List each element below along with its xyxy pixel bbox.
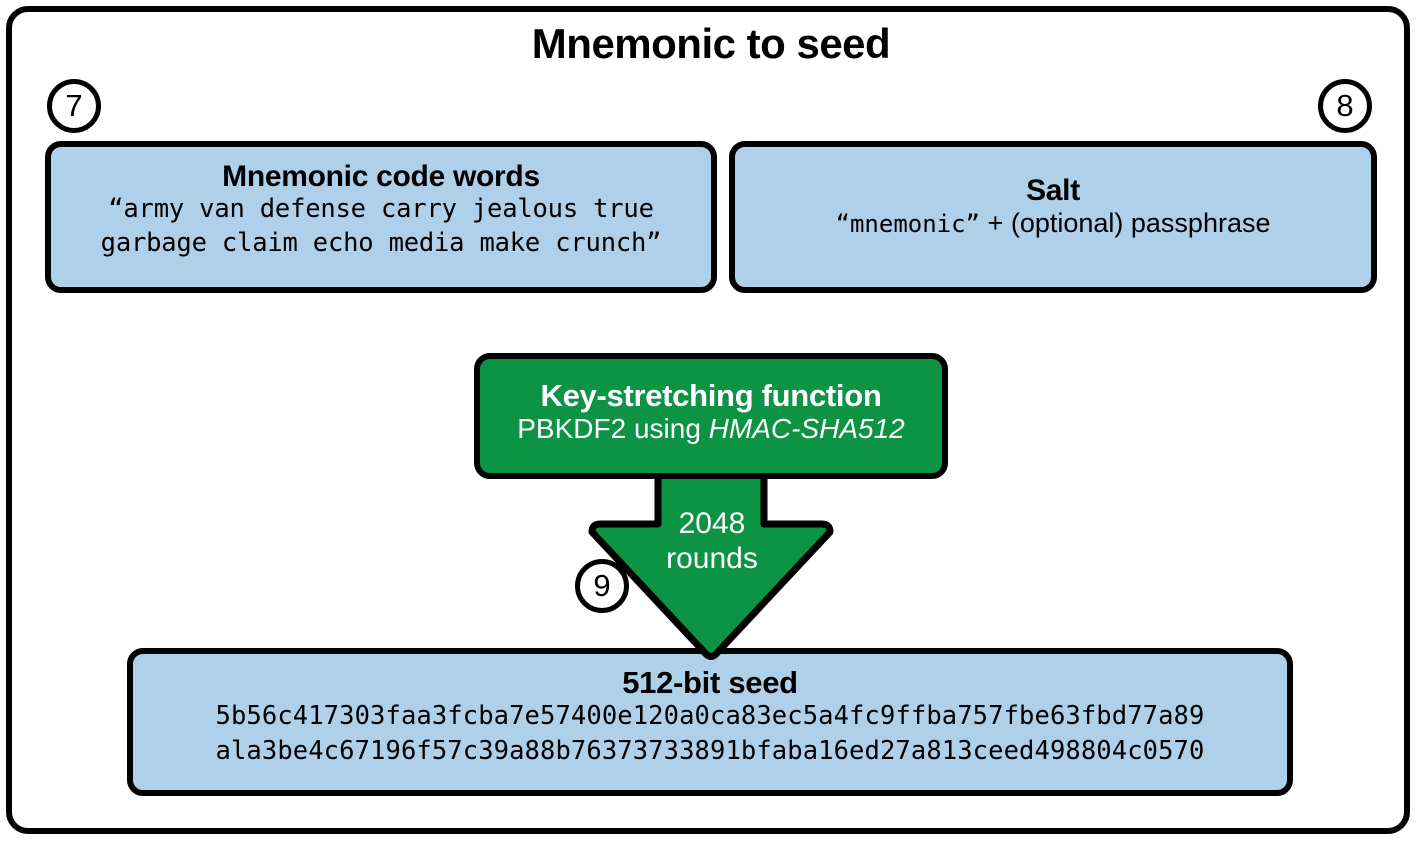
mnemonic-code-words-box: Mnemonic code words “army van defense ca…: [45, 141, 717, 293]
key-stretching-subtitle: PBKDF2 using HMAC-SHA512: [480, 412, 942, 445]
salt-literal-mnemonic: “mnemonic”: [835, 210, 981, 239]
step-badge-9: 9: [575, 559, 629, 613]
seed-box-title: 512-bit seed: [622, 665, 798, 700]
salt-box: Salt “mnemonic” + (optional) passphrase: [729, 141, 1377, 293]
salt-box-title: Salt: [1026, 174, 1080, 207]
seed-hex-line-2: ala3be4c67196f57c39a88b76373733891bfaba1…: [215, 735, 1205, 766]
salt-plus-sign: +: [987, 208, 1004, 239]
salt-box-value: “mnemonic” + (optional) passphrase: [735, 207, 1371, 239]
rounds-arrow: [472, 462, 950, 660]
salt-optional-passphrase: (optional) passphrase: [1010, 208, 1271, 239]
key-stretching-algorithm: HMAC-SHA512: [708, 413, 905, 445]
key-stretching-subtitle-prefix: PBKDF2 using: [517, 413, 709, 445]
step-badge-8: 8: [1318, 79, 1372, 133]
mnemonic-box-title: Mnemonic code words: [222, 160, 540, 193]
key-stretching-function-box: Key-stretching function PBKDF2 using HMA…: [474, 353, 948, 479]
seed-box: 512-bit seed 5b56c417303faa3fcba7e57400e…: [127, 648, 1293, 796]
rounds-arrow-shape: [588, 462, 834, 660]
step-badge-7: 7: [47, 79, 101, 133]
mnemonic-words-line-1: “army van defense carry jealous true: [108, 194, 654, 225]
seed-hex-line-1: 5b56c417303faa3fcba7e57400e120a0ca83ec5a…: [215, 701, 1205, 732]
diagram-title: Mnemonic to seed: [531, 20, 891, 67]
mnemonic-words-line-2: garbage claim echo media make crunch”: [100, 228, 662, 259]
key-stretching-title: Key-stretching function: [540, 378, 882, 413]
